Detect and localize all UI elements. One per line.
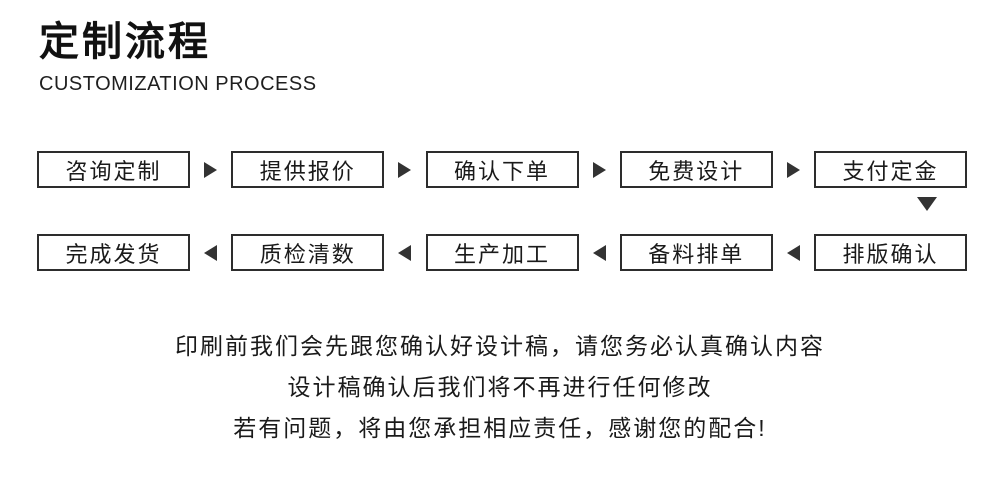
page-title: 定制流程 — [39, 20, 211, 64]
arrow-right-icon — [592, 161, 606, 178]
confirmation-notice: 印刷前我们会先跟您确认好设计稿，请您务必认真确认内容 设计稿确认后我们将不再进行… — [0, 326, 1000, 449]
notice-line: 若有问题，将由您承担相应责任，感谢您的配合! — [233, 415, 767, 441]
flow-connector-row — [37, 188, 967, 234]
notice-line: 印刷前我们会先跟您确认好设计稿，请您务必认真确认内容 — [175, 333, 825, 359]
arrow-right-icon — [786, 161, 800, 178]
arrow-left-icon — [786, 244, 800, 261]
process-flow-diagram: 咨询定制 提供报价 确认下单 免费设计 支付定金 完成发货 质检清数 生产加工 … — [37, 151, 967, 271]
page-header: 定制流程 CUSTOMIZATION PROCESS — [39, 22, 317, 94]
arrow-right-icon — [398, 161, 412, 178]
arrow-left-icon — [398, 244, 412, 261]
arrow-left-icon — [592, 244, 606, 261]
flow-row-bottom: 完成发货 质检清数 生产加工 备料排单 排版确认 — [37, 234, 967, 271]
page-subtitle: CUSTOMIZATION PROCESS — [39, 73, 317, 95]
arrow-down-icon — [917, 197, 937, 211]
flow-row-top: 咨询定制 提供报价 确认下单 免费设计 支付定金 — [37, 151, 967, 188]
step-quality-check-count: 质检清数 — [231, 234, 385, 271]
arrow-right-icon — [204, 161, 218, 178]
step-free-design: 免费设计 — [619, 151, 773, 188]
arrow-left-icon — [204, 244, 218, 261]
step-pay-deposit: 支付定金 — [814, 151, 967, 188]
step-material-prep-scheduling: 备料排单 — [619, 234, 773, 271]
step-layout-confirmation: 排版确认 — [814, 234, 967, 271]
step-production-processing: 生产加工 — [425, 234, 579, 271]
notice-line: 设计稿确认后我们将不再进行任何修改 — [287, 374, 713, 400]
step-provide-quote: 提供报价 — [231, 151, 385, 188]
step-complete-shipment: 完成发货 — [37, 234, 190, 271]
step-consult-customization: 咨询定制 — [37, 151, 190, 188]
step-confirm-order: 确认下单 — [425, 151, 579, 188]
